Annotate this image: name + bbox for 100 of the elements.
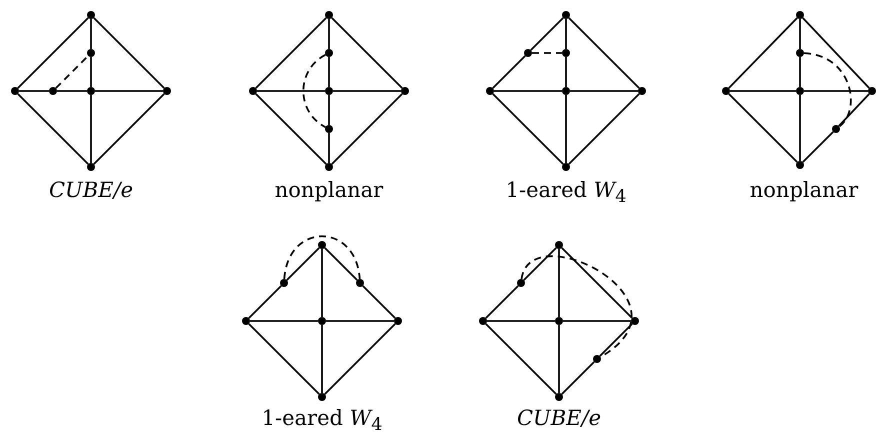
edge-line (248, 285, 282, 319)
vertex-dot (325, 49, 333, 57)
vertex-dot (868, 87, 876, 95)
edge-line (90, 57, 92, 87)
edge-line (485, 285, 519, 319)
edge-line (17, 93, 89, 165)
edge-line (561, 247, 633, 319)
vertex-dot (796, 11, 804, 19)
vertex-dot (562, 49, 570, 57)
vertex-dot (722, 87, 730, 95)
vertex-dot (394, 317, 402, 325)
edge-line (257, 90, 325, 92)
edge-line (324, 247, 358, 281)
edge-line (570, 90, 638, 92)
edge-line (57, 90, 87, 92)
edge-line (728, 17, 798, 89)
dashed-edge (532, 52, 562, 54)
edge-line (523, 247, 557, 281)
graph-caption: 1-eared W$_{4}$ (262, 406, 382, 436)
vertex-dot (87, 87, 95, 95)
edge-line (565, 95, 567, 163)
vertex-dot (325, 11, 333, 19)
edge-line (568, 93, 640, 165)
edge-line (558, 249, 560, 317)
vertex-dot (562, 87, 570, 95)
edge-line (328, 57, 330, 87)
edge-line (838, 93, 870, 127)
edge-line (802, 17, 870, 89)
edge-line (90, 95, 92, 163)
edge-line (568, 17, 640, 89)
graph-caption: nonplanar (750, 178, 858, 204)
edge-line (331, 93, 403, 165)
edge-line (250, 320, 318, 322)
dashed-edge (283, 235, 361, 280)
vertex-dot (555, 317, 563, 325)
vertex-dot (87, 11, 95, 19)
edge-line (561, 361, 595, 395)
edge-line (492, 55, 526, 89)
vertex-dot (87, 163, 95, 171)
edge-line (255, 93, 327, 165)
edge-line (328, 95, 330, 125)
graph-caption: 1-eared W$_{4}$ (506, 178, 626, 208)
edge-line (90, 19, 92, 49)
edge-line (19, 90, 49, 92)
vertex-dot (318, 393, 326, 401)
edge-line (728, 93, 798, 163)
edge-line (93, 17, 165, 89)
edge-line (328, 19, 330, 49)
vertex-dot (555, 393, 563, 401)
edge-line (362, 285, 396, 319)
vertex-dot (325, 125, 333, 133)
vertex-dot (832, 125, 840, 133)
graph-caption: nonplanar (274, 178, 384, 204)
edge-line (321, 249, 323, 317)
vertex-dot (796, 87, 804, 95)
graph-caption: CUBE/e (516, 406, 602, 432)
edge-line (333, 90, 401, 92)
vertex-dot (638, 87, 646, 95)
edge-line (492, 93, 564, 165)
dashed-edge (520, 255, 632, 358)
edge-line (286, 247, 320, 281)
edge-line (494, 90, 562, 92)
vertex-dot (524, 49, 532, 57)
vertex-dot (401, 87, 409, 95)
vertex-dot (318, 317, 326, 325)
edge-line (802, 131, 834, 163)
vertex-dot (517, 279, 525, 287)
vertex-dot (796, 49, 804, 57)
dashed-edge (55, 55, 89, 89)
edge-line (321, 325, 323, 393)
vertex-dot (242, 317, 250, 325)
edge-line (799, 95, 801, 161)
edge-line (558, 325, 560, 393)
edge-line (248, 323, 320, 395)
vertex-dot (631, 317, 639, 325)
edge-line (565, 57, 567, 87)
edge-line (326, 320, 394, 322)
dashed-edge (302, 54, 326, 128)
edge-line (17, 17, 89, 89)
vertex-dot (318, 241, 326, 249)
vertex-dot (249, 87, 257, 95)
vertex-dot (87, 49, 95, 57)
edge-line (530, 17, 564, 51)
dashed-edge (804, 52, 852, 128)
edge-line (95, 90, 163, 92)
edge-line (328, 133, 330, 163)
vertex-dot (49, 87, 57, 95)
edge-line (487, 320, 555, 322)
vertex-dot (11, 87, 19, 95)
vertex-dot (486, 87, 494, 95)
vertex-dot (555, 241, 563, 249)
edge-line (485, 323, 557, 395)
edge-line (563, 320, 631, 322)
vertex-dot (593, 355, 601, 363)
vertex-dot (325, 163, 333, 171)
vertex-dot (562, 163, 570, 171)
edge-line (730, 90, 796, 92)
graph-caption: CUBE/e (48, 178, 134, 204)
edge-line (255, 17, 327, 89)
vertex-dot (163, 87, 171, 95)
